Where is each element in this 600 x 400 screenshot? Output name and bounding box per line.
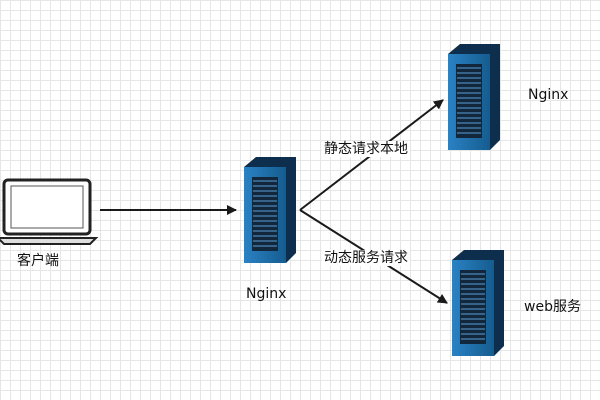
laptop-icon xyxy=(0,178,99,245)
web-service-label: web服务 xyxy=(524,299,581,315)
edge-label-static: 静态请求本地 xyxy=(322,141,410,157)
client-label: 客户端 xyxy=(17,253,59,269)
nginx-proxy-label: Nginx xyxy=(246,286,287,302)
nginx-static-label: Nginx xyxy=(528,87,569,103)
server-icon-web-service xyxy=(452,250,504,356)
server-icon-nginx-static xyxy=(448,44,500,150)
server-icon-nginx-proxy xyxy=(244,157,296,263)
edge-label-dynamic: 动态服务请求 xyxy=(322,250,410,266)
